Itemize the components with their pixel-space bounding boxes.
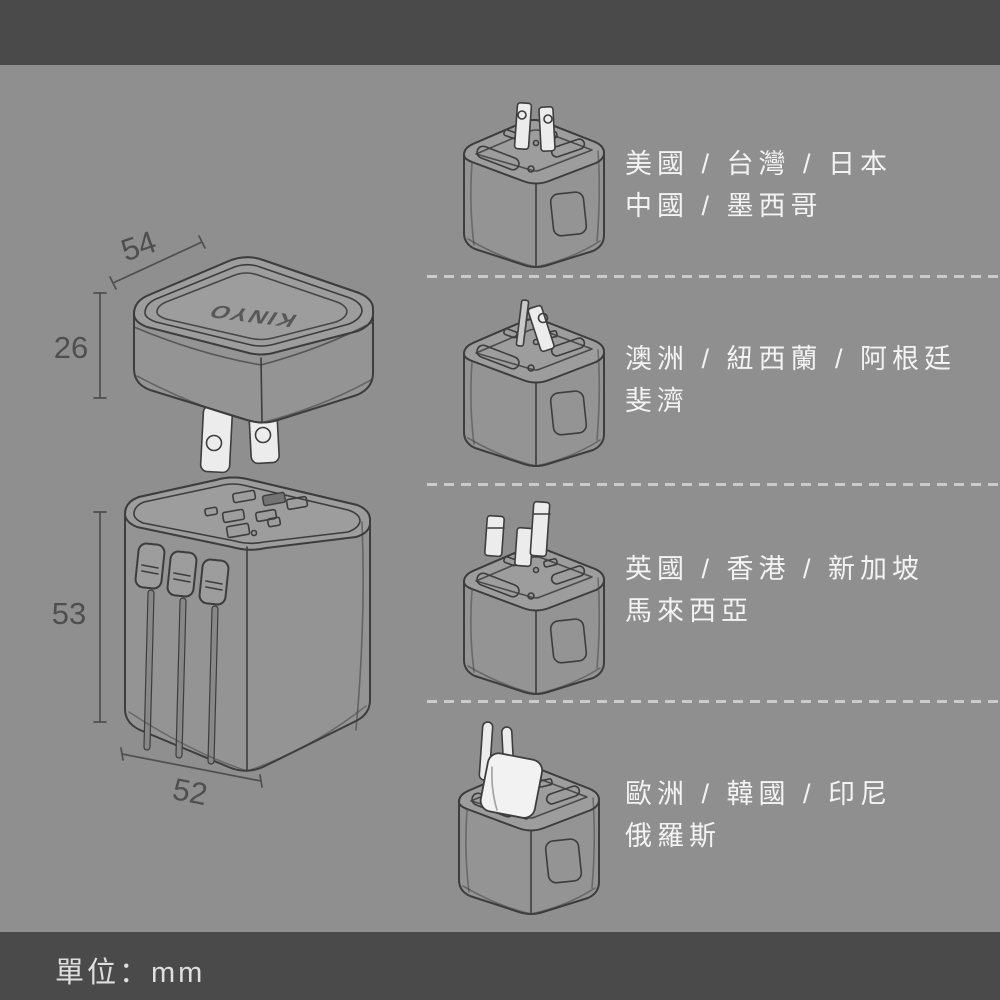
regions-line-2: 中國 / 墨西哥 xyxy=(625,191,823,221)
uk-type-g-plug-icon xyxy=(463,500,605,695)
dim-body-height: 53 xyxy=(52,596,86,631)
unit-label: 單位：mm xyxy=(55,957,206,989)
dim-top-height: 26 xyxy=(54,330,88,365)
regions-line-2: 斐濟 xyxy=(625,386,689,416)
bottom-band: 單位：mm xyxy=(0,932,1000,1000)
us-type-a-plug-icon xyxy=(463,101,605,268)
dim-body-width: 52 xyxy=(170,771,211,810)
au-type-i-plug-icon xyxy=(463,299,605,467)
slider-switches xyxy=(134,542,230,765)
top-band xyxy=(0,0,1000,65)
adapter-body-drawing xyxy=(124,476,371,772)
adapter-top-part-drawing: KINYO xyxy=(133,256,374,474)
dashed-divider xyxy=(427,700,1000,703)
regions-line-1: 美國 / 台灣 / 日本 xyxy=(625,149,893,179)
dashed-divider xyxy=(427,275,1000,278)
dim-top-width: 54 xyxy=(117,230,161,268)
plug-regions-label-au: 澳洲 / 紐西蘭 / 阿根廷 斐濟 xyxy=(625,338,956,422)
eu-type-c-plug-icon xyxy=(458,720,600,915)
universal-socket-slots xyxy=(204,489,309,539)
regions-line-2: 馬來西亞 xyxy=(625,596,753,626)
dashed-divider xyxy=(427,483,1000,486)
plug-regions-label-us: 美國 / 台灣 / 日本 中國 / 墨西哥 xyxy=(625,143,892,227)
regions-line-1: 澳洲 / 紐西蘭 / 阿根廷 xyxy=(625,344,957,374)
regions-line-1: 歐洲 / 韓國 / 印尼 xyxy=(625,779,893,809)
regions-line-1: 英國 / 香港 / 新加坡 xyxy=(625,554,925,584)
regions-line-2: 俄羅斯 xyxy=(625,821,721,851)
plug-regions-label-uk: 英國 / 香港 / 新加坡 馬來西亞 xyxy=(625,548,924,632)
technical-drawing: KINYO xyxy=(52,230,374,810)
plug-regions-label-eu: 歐洲 / 韓國 / 印尼 俄羅斯 xyxy=(625,773,892,857)
